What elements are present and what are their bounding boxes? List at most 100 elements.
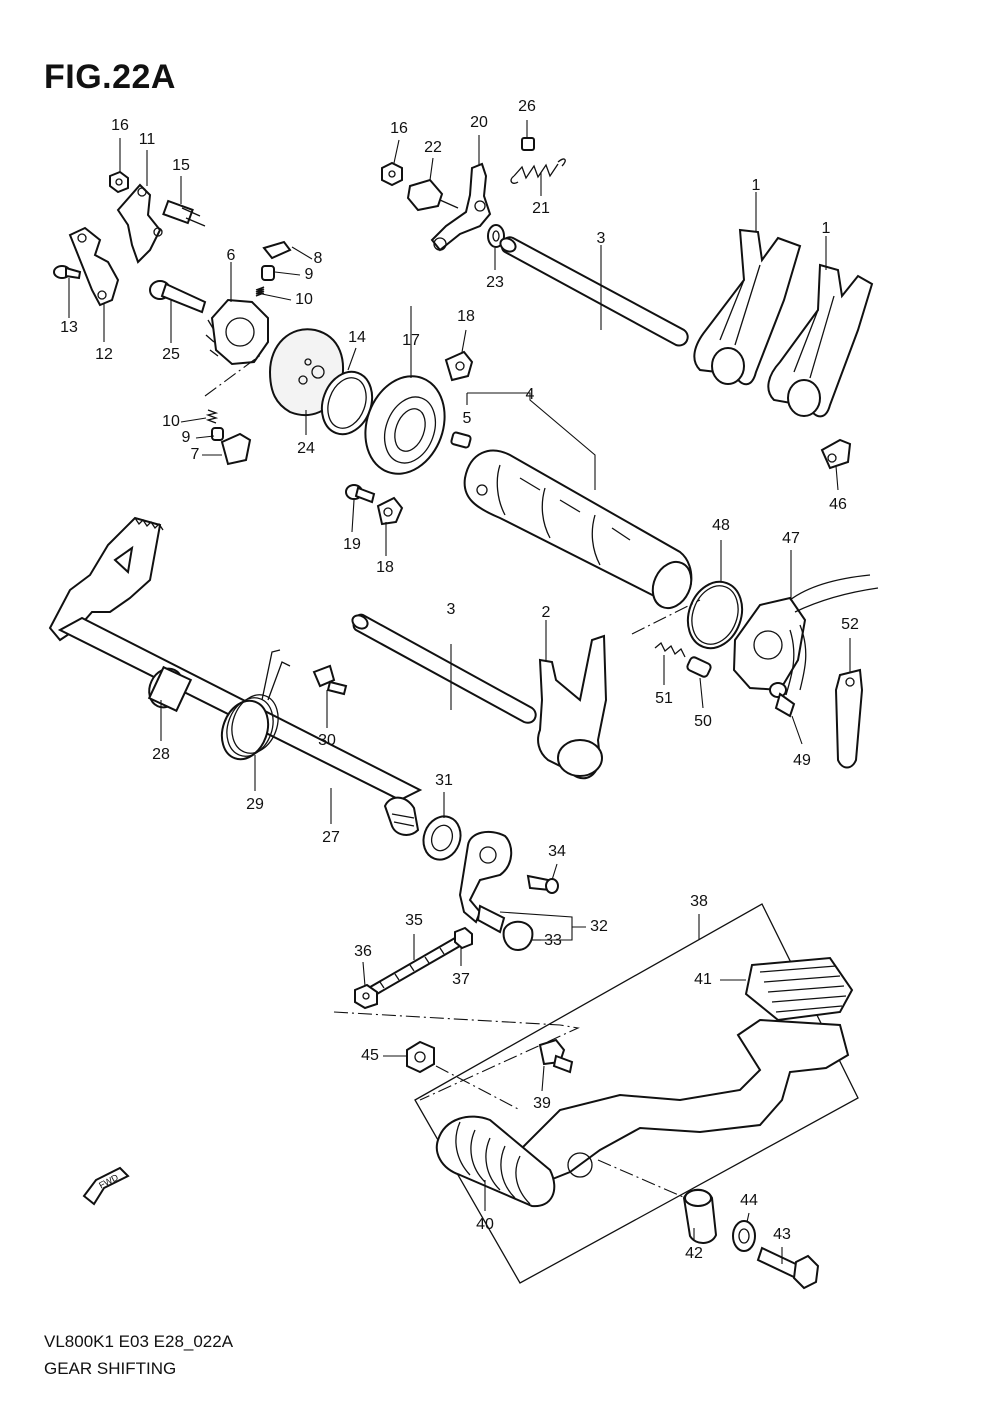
part-pawl-8 xyxy=(262,240,292,260)
callout-label: 45 xyxy=(361,1047,379,1064)
callout-label: 46 xyxy=(829,496,847,513)
part-pedal-rubber-41 xyxy=(744,956,854,1022)
part-gearshift-cam-driven-gear-6 xyxy=(205,298,269,366)
callout-label: 47 xyxy=(782,530,800,547)
callout-label: 1 xyxy=(822,220,831,237)
callout-label: 37 xyxy=(452,971,470,988)
callout-label: 14 xyxy=(348,329,366,346)
callout-label: 48 xyxy=(712,517,730,534)
part-stud-30 xyxy=(312,664,348,696)
assembly-line-6 xyxy=(204,353,263,397)
callout-label: 16 xyxy=(111,117,129,134)
callout-label: 32 xyxy=(590,918,608,935)
callout-label: 12 xyxy=(95,346,113,363)
part-plate-11 xyxy=(116,183,163,264)
callout-label: 36 xyxy=(354,943,372,960)
callout-label: 3 xyxy=(447,601,456,618)
part-bolt-49 xyxy=(769,682,796,718)
part-gearshift-pedal-40 xyxy=(518,1018,850,1182)
callout-label: 9 xyxy=(305,266,314,283)
assembly-outline-38 xyxy=(414,903,859,1284)
part-washer-44 xyxy=(732,1220,756,1252)
callout-label: 22 xyxy=(424,139,442,156)
part-spring-51 xyxy=(654,641,686,658)
callout-label: 34 xyxy=(548,843,566,860)
part-rubber-grip-40 xyxy=(435,1115,556,1208)
callout-label: 21 xyxy=(532,200,550,217)
callout-label: 26 xyxy=(518,98,536,115)
part-bolt-43 xyxy=(756,1246,820,1290)
callout-label: 18 xyxy=(376,559,394,576)
part-bushing-42 xyxy=(682,1188,718,1244)
callout-label: 9 xyxy=(182,429,191,446)
callout-label: 40 xyxy=(476,1216,494,1233)
callout-label: 17 xyxy=(402,332,420,349)
callout-label: 3 xyxy=(597,230,606,247)
part-shift-fork-1-a xyxy=(693,228,802,386)
fig-title: FIG.22A xyxy=(44,58,176,96)
callout-label: 38 xyxy=(690,893,708,910)
callout-label: 39 xyxy=(533,1095,551,1112)
callout-label: 44 xyxy=(740,1192,758,1209)
part-stopper-18-upper xyxy=(444,350,474,382)
callout-label: 8 xyxy=(314,250,323,267)
part-shift-fork-2 xyxy=(537,634,608,780)
callout-label: 33 xyxy=(544,932,562,949)
part-clamp-52 xyxy=(834,668,864,769)
callout-label: 15 xyxy=(172,157,190,174)
section-name: GEAR SHIFTING xyxy=(44,1359,177,1378)
model-code: VL800K1 E03 E28_022A xyxy=(44,1332,234,1351)
callout-label: 1 xyxy=(752,177,761,194)
callout-label: 42 xyxy=(685,1245,703,1262)
part-pin-5 xyxy=(450,431,472,449)
callout-label: 20 xyxy=(470,114,488,131)
part-gear-position-switch-47 xyxy=(732,574,879,696)
callout-label: 43 xyxy=(773,1226,791,1243)
part-plug-50 xyxy=(686,656,712,678)
callout-label: 23 xyxy=(486,274,504,291)
part-stopper-18-lower xyxy=(376,496,404,526)
bracket-4 xyxy=(466,392,596,490)
callout-label: 13 xyxy=(60,319,78,336)
part-o-ring-48 xyxy=(686,580,744,650)
callout-label: 7 xyxy=(191,446,200,463)
leader-lines xyxy=(68,120,851,1264)
assembly-line-35 xyxy=(333,1011,580,1101)
part-nut-16-left xyxy=(109,170,129,194)
assembly-line-50 xyxy=(631,599,701,635)
callout-label: 52 xyxy=(841,616,859,633)
part-stud-15 xyxy=(162,199,206,227)
part-pin-9-lower xyxy=(211,427,224,441)
part-joint-33 xyxy=(502,920,534,952)
callout-label: 30 xyxy=(318,732,336,749)
callout-label: 2 xyxy=(542,604,551,621)
part-pin-9-upper xyxy=(261,265,275,281)
part-bolt-13 xyxy=(53,265,82,280)
part-pawl-7 xyxy=(220,432,252,466)
part-rod-35 xyxy=(363,936,462,1000)
callout-label: 29 xyxy=(246,796,264,813)
callout-label: 41 xyxy=(694,971,712,988)
callout-label: 16 xyxy=(390,120,408,137)
assembly-line-42 xyxy=(597,1159,691,1201)
part-spring-10-upper xyxy=(255,286,265,297)
part-gearshift-cam-4 xyxy=(463,449,693,610)
callout-label: 24 xyxy=(297,440,315,457)
part-oil-seal-31 xyxy=(422,815,462,861)
callout-label: 4 xyxy=(526,386,535,403)
part-stopper-arm-20 xyxy=(430,162,492,252)
part-gearshift-arm-28 xyxy=(48,516,164,642)
part-bolt-25 xyxy=(149,280,207,314)
part-gearshift-lever-32 xyxy=(458,830,513,934)
part-fork-shaft-3-upper xyxy=(499,236,689,347)
callout-label: 11 xyxy=(139,131,156,148)
callout-label: 18 xyxy=(457,308,475,325)
part-return-spring-29 xyxy=(220,649,291,761)
callout-label: 28 xyxy=(152,746,170,763)
part-spring-21 xyxy=(510,158,566,184)
part-bolt-19 xyxy=(345,484,376,504)
part-fork-shaft-3-lower xyxy=(351,613,537,724)
callout-label: 5 xyxy=(463,410,472,427)
part-bolt-39 xyxy=(538,1038,574,1074)
